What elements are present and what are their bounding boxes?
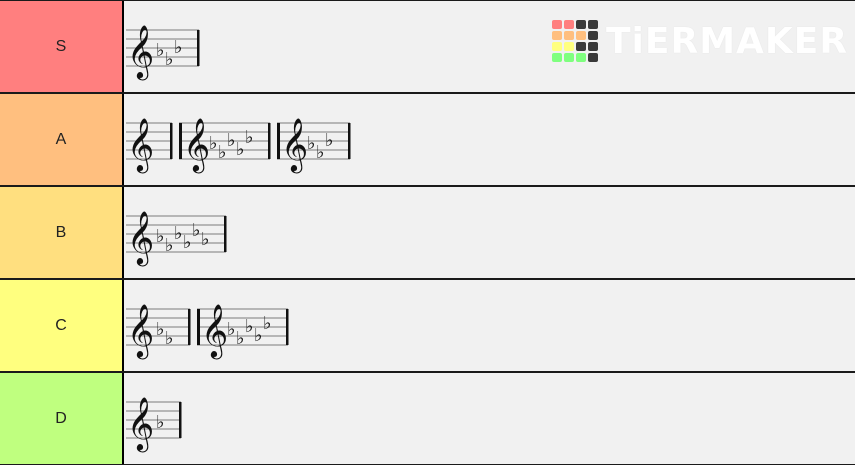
logo-square: [552, 42, 562, 51]
staff-image: 𝄞♭♭♭: [126, 24, 200, 80]
tier-label-text: S: [55, 37, 67, 55]
key-signature-card[interactable]: 𝄞♭♭♭♭♭♭: [126, 198, 230, 268]
logo-square: [588, 53, 598, 62]
treble-clef-icon: 𝄞: [183, 117, 210, 173]
staff-image: 𝄞♭♭♭♭♭: [197, 303, 289, 359]
flat-icon: ♭: [165, 328, 174, 349]
flat-icon: ♭: [263, 313, 272, 334]
tier-label-d[interactable]: D: [0, 373, 124, 464]
staff-image: 𝄞♭♭♭♭♭: [179, 117, 271, 173]
tier-label-text: C: [55, 316, 67, 334]
flat-icon: ♭: [183, 232, 192, 253]
flat-icon: ♭: [254, 325, 263, 346]
flat-icon: ♭: [192, 220, 201, 241]
flat-icon: ♭: [156, 40, 165, 61]
tier-items-a: 𝄞𝄞♭♭♭♭♭𝄞♭♭♭: [124, 94, 855, 185]
flat-icon: ♭: [325, 130, 334, 151]
flat-icon: ♭: [307, 133, 316, 154]
tier-items-d: 𝄞♭: [124, 373, 855, 464]
tier-items-c: 𝄞♭♭𝄞♭♭♭♭♭: [124, 280, 855, 371]
logo-square: [564, 31, 574, 40]
logo-square: [564, 20, 574, 29]
staff-image: 𝄞: [126, 117, 173, 173]
logo-square: [588, 31, 598, 40]
tier-label-text: D: [55, 409, 67, 427]
logo-square: [564, 42, 574, 51]
logo-grid-icon: [552, 20, 598, 62]
flat-icon: ♭: [174, 223, 183, 244]
key-signature-card[interactable]: 𝄞♭♭♭♭♭: [197, 291, 292, 361]
treble-clef-icon: 𝄞: [127, 24, 154, 80]
tier-label-text: A: [55, 130, 67, 148]
barline: [348, 122, 351, 159]
flat-icon: ♭: [245, 127, 254, 148]
treble-clef-icon: 𝄞: [127, 396, 154, 452]
flat-icon: ♭: [236, 139, 245, 160]
barline: [224, 215, 227, 252]
barline: [286, 308, 289, 345]
barline: [188, 308, 191, 345]
logo-square: [552, 20, 562, 29]
flat-icon: ♭: [156, 226, 165, 247]
tier-items-b: 𝄞♭♭♭♭♭♭: [124, 187, 855, 278]
barline: [179, 122, 182, 159]
flat-icon: ♭: [236, 328, 245, 349]
barline: [170, 122, 173, 159]
staff-image: 𝄞♭♭♭♭♭♭: [126, 210, 227, 266]
barline: [277, 122, 280, 159]
tier-label-a[interactable]: A: [0, 94, 124, 185]
flat-icon: ♭: [218, 142, 227, 163]
logo-square: [576, 31, 586, 40]
flat-icon: ♭: [227, 319, 236, 340]
logo-text: TiERMAKER: [606, 20, 849, 62]
tier-row-c: C 𝄞♭♭𝄞♭♭♭♭♭: [0, 280, 855, 371]
flat-icon: ♭: [201, 229, 210, 250]
logo-square: [588, 20, 598, 29]
key-signature-card[interactable]: 𝄞♭♭♭: [126, 12, 203, 82]
tier-row-s: S 𝄞♭♭♭: [0, 1, 855, 92]
logo-square: [576, 42, 586, 51]
treble-clef-icon: 𝄞: [127, 210, 154, 266]
staff-image: 𝄞♭♭: [126, 303, 191, 359]
flat-icon: ♭: [165, 235, 174, 256]
logo-square: [552, 53, 562, 62]
tier-label-text: B: [55, 223, 67, 241]
key-signature-card[interactable]: 𝄞: [126, 105, 176, 175]
treble-clef-icon: 𝄞: [281, 117, 308, 173]
tier-row-d: D 𝄞♭: [0, 373, 855, 464]
tier-label-s[interactable]: S: [0, 1, 124, 92]
key-signature-card[interactable]: 𝄞♭: [126, 384, 185, 454]
barline: [179, 401, 182, 438]
logo-square: [576, 53, 586, 62]
tier-items-s: 𝄞♭♭♭: [124, 1, 855, 92]
treble-clef-icon: 𝄞: [127, 303, 154, 359]
logo-square: [564, 53, 574, 62]
tier-row-b: B 𝄞♭♭♭♭♭♭: [0, 187, 855, 278]
flat-icon: ♭: [156, 319, 165, 340]
flat-icon: ♭: [209, 133, 218, 154]
barline: [268, 122, 271, 159]
key-signature-card[interactable]: 𝄞♭♭: [126, 291, 194, 361]
tiermaker-logo: TiERMAKER: [552, 20, 848, 62]
flat-icon: ♭: [165, 49, 174, 70]
key-signature-card[interactable]: 𝄞♭♭♭♭♭: [179, 105, 274, 175]
logo-square: [576, 20, 586, 29]
flat-icon: ♭: [316, 142, 325, 163]
logo-square: [588, 42, 598, 51]
flat-icon: ♭: [227, 130, 236, 151]
tier-label-b[interactable]: B: [0, 187, 124, 278]
staff-image: 𝄞♭♭♭: [277, 117, 351, 173]
tier-row-a: A 𝄞𝄞♭♭♭♭♭𝄞♭♭♭: [0, 94, 855, 185]
barline: [197, 29, 200, 66]
flat-icon: ♭: [245, 316, 254, 337]
key-signature-card[interactable]: 𝄞♭♭♭: [277, 105, 354, 175]
barline: [197, 308, 200, 345]
flat-icon: ♭: [156, 412, 165, 433]
logo-square: [552, 31, 562, 40]
treble-clef-icon: 𝄞: [201, 303, 228, 359]
staff-image: 𝄞♭: [126, 396, 182, 452]
treble-clef-icon: 𝄞: [127, 117, 154, 173]
flat-icon: ♭: [174, 37, 183, 58]
tier-label-c[interactable]: C: [0, 280, 124, 371]
